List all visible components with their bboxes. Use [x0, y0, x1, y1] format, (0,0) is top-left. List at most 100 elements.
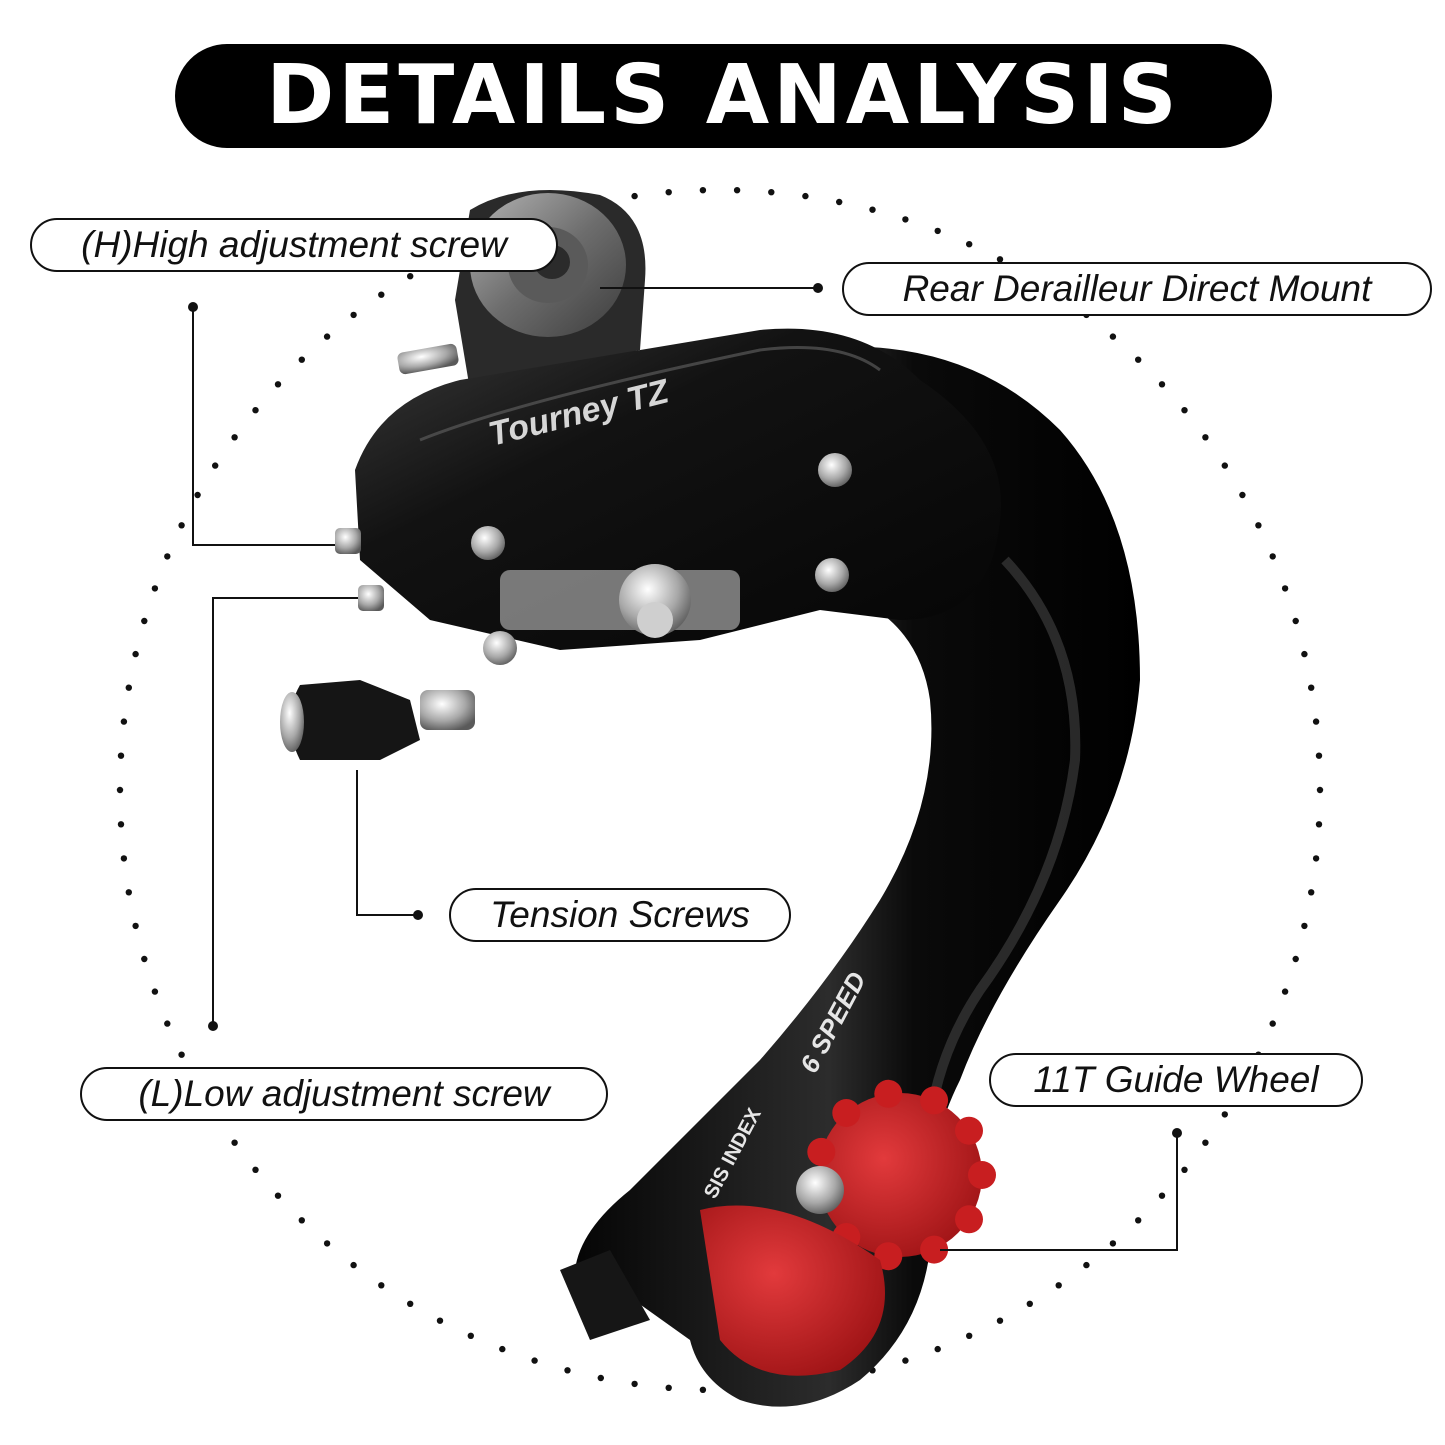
- ring-dot: [1135, 356, 1142, 363]
- guide-wheel-pulley: [807, 1079, 996, 1271]
- ring-dot: [966, 1332, 973, 1340]
- ring-dot: [1026, 1300, 1034, 1308]
- low-adjustment-screw: [358, 585, 384, 611]
- ring-dot: [231, 434, 238, 441]
- ring-dot: [1158, 381, 1166, 388]
- ring-dot: [274, 381, 282, 388]
- ring-dot: [1312, 855, 1320, 862]
- ring-dot: [132, 650, 139, 658]
- ring-dot: [116, 786, 124, 794]
- ring-dot: [1281, 988, 1289, 995]
- ring-dot: [274, 1192, 282, 1199]
- title-banner: DETAILS ANALYSIS: [175, 44, 1272, 148]
- leader-line-low: [212, 597, 358, 1026]
- ring-dot: [350, 311, 357, 319]
- ring-dot: [125, 889, 132, 896]
- ring-dot: [407, 273, 414, 280]
- leader-line-guide: [940, 1133, 1178, 1251]
- ring-dot: [802, 192, 809, 200]
- ring-dot: [631, 1380, 638, 1388]
- ring-dot: [1202, 1139, 1209, 1146]
- pulley-tooth: [832, 1099, 861, 1127]
- pulley-tooth: [968, 1161, 996, 1189]
- ring-dot: [467, 1332, 474, 1340]
- ring-dot: [298, 356, 305, 363]
- ring-dot: [996, 1317, 1004, 1324]
- ring-dot: [902, 216, 909, 223]
- ring-dot: [1316, 786, 1324, 794]
- ring-dot: [996, 256, 1004, 263]
- ring-dot: [378, 1282, 385, 1289]
- pulley-tooth: [955, 1205, 983, 1234]
- callout-guide-wheel: 11T Guide Wheel: [989, 1053, 1363, 1107]
- ring-dot: [132, 922, 139, 930]
- ring-dot: [836, 198, 843, 206]
- ring-dot: [194, 491, 201, 499]
- ring-dot: [1221, 1111, 1229, 1118]
- ring-dot: [1255, 522, 1262, 529]
- ring-dot: [665, 1384, 672, 1392]
- callout-high-adjustment-screw: (H)High adjustment screw: [30, 218, 558, 272]
- ring-dot: [212, 462, 219, 469]
- ring-dot: [966, 241, 973, 248]
- ring-dot: [869, 206, 876, 213]
- ring-dot: [1109, 333, 1117, 340]
- ring-dot: [151, 988, 159, 995]
- ring-dot: [1308, 684, 1315, 691]
- ring-dot: [768, 189, 775, 196]
- ring-dot: [1083, 1261, 1090, 1269]
- leader-line-high: [192, 307, 335, 546]
- leader-lines: [192, 287, 1178, 1251]
- ring-dot: [164, 1020, 171, 1027]
- ring-dot: [407, 1300, 414, 1308]
- derailleur-arm: [575, 346, 1140, 1407]
- ring-dot: [436, 1317, 444, 1324]
- ring-dot: [1269, 553, 1276, 560]
- callout-tension-screws: Tension Screws: [449, 888, 791, 942]
- ring-dot: [699, 187, 707, 194]
- ring-dot: [1308, 889, 1315, 896]
- ring-dot: [1315, 821, 1323, 828]
- ring-dot: [1158, 1192, 1166, 1199]
- ring-dot: [1135, 1217, 1142, 1224]
- ring-dot: [164, 553, 171, 560]
- ring-dot: [597, 1374, 604, 1382]
- pulley-tooth: [874, 1242, 903, 1271]
- ring-dot: [1221, 462, 1229, 469]
- ring-dot: [733, 187, 741, 194]
- ring-dot: [665, 189, 672, 196]
- ring-dot: [1315, 752, 1323, 759]
- ring-dot: [151, 585, 159, 592]
- ring-dot: [298, 1217, 305, 1224]
- ring-dot: [564, 1367, 571, 1374]
- pulley-tooth: [920, 1235, 949, 1264]
- ring-dot: [141, 617, 148, 625]
- ring-dot: [323, 1240, 331, 1247]
- ring-dot: [252, 407, 259, 414]
- ring-dot: [323, 333, 331, 340]
- callout-low-adjustment-screw: (L)Low adjustment screw: [80, 1067, 608, 1121]
- ring-dot: [1292, 617, 1299, 625]
- ring-dot: [1055, 1282, 1062, 1289]
- ring-dot: [1109, 1240, 1117, 1247]
- body-bolts: [471, 453, 852, 1214]
- ring-dot: [178, 522, 185, 529]
- ring-dot: [1301, 650, 1308, 658]
- ring-dot: [252, 1166, 259, 1174]
- ring-dot: [117, 752, 125, 759]
- ring-dot: [934, 1345, 941, 1353]
- ring-dot: [141, 955, 148, 963]
- ring-dot: [1301, 922, 1308, 930]
- pulley-tooth: [955, 1116, 983, 1145]
- ring-dot: [120, 718, 128, 725]
- ring-dot: [631, 192, 638, 200]
- ring-dot: [1281, 585, 1289, 592]
- ring-dot: [1269, 1020, 1276, 1027]
- ring-dot: [378, 291, 385, 298]
- ring-dot: [117, 821, 125, 828]
- ring-dot: [350, 1261, 357, 1269]
- ring-dot: [531, 1357, 538, 1364]
- page-title: DETAILS ANALYSIS: [266, 48, 1181, 143]
